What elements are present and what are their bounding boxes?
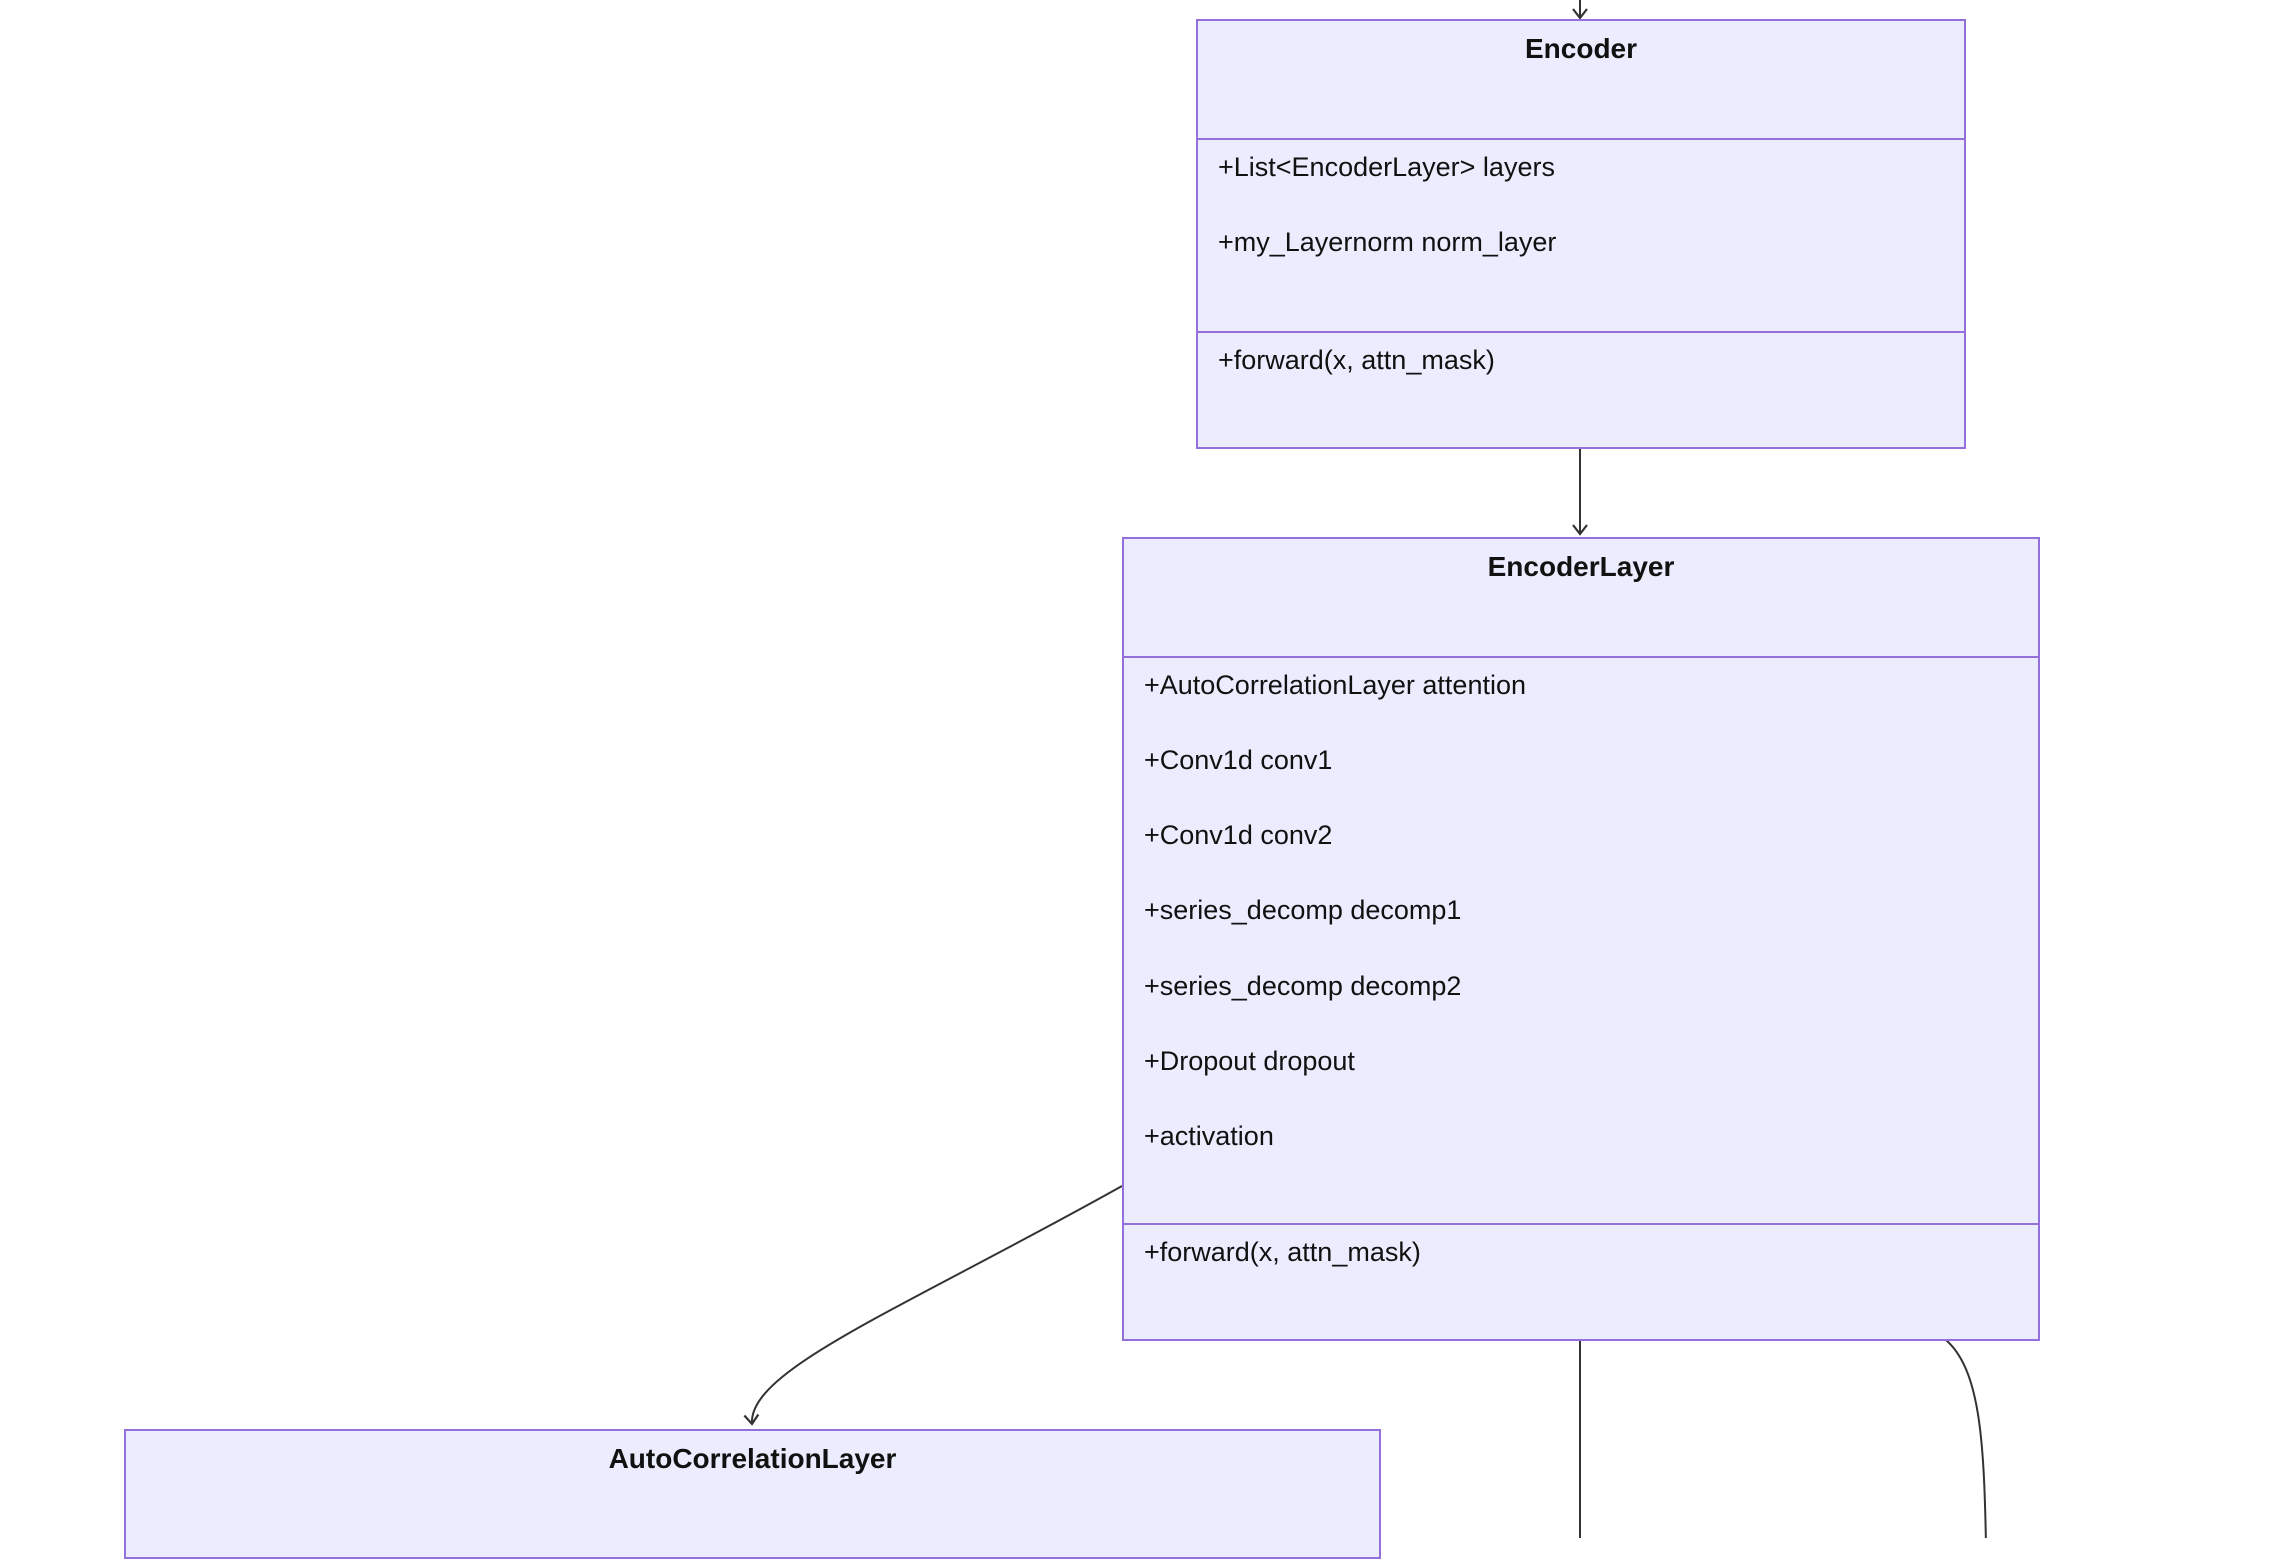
class-encoder-title: Encoder	[1524, 33, 1638, 64]
class-autocorrelationlayer[interactable]: AutoCorrelationLayer	[124, 1429, 1381, 1559]
class-encoderlayer[interactable]: EncoderLayer +AutoCorrelationLayer atten…	[1122, 537, 2040, 1341]
class-autocorrelationlayer-title: AutoCorrelationLayer	[608, 1443, 897, 1474]
class-encoderlayer-attribute: +Conv1d conv1	[1144, 745, 1333, 775]
class-encoderlayer-attribute: +activation	[1144, 1121, 1274, 1151]
class-encoderlayer-attribute: +AutoCorrelationLayer attention	[1144, 670, 1526, 700]
class-encoderlayer-method: +forward(x, attn_mask)	[1144, 1237, 1421, 1267]
class-encoder-method: +forward(x, attn_mask)	[1218, 345, 1495, 375]
class-encoder-attribute: +List<EncoderLayer> layers	[1218, 152, 1555, 182]
class-encoder-attributes: +List<EncoderLayer> layers +my_Layernorm…	[1198, 138, 1964, 331]
class-encoderlayer-attribute: +series_decomp decomp2	[1144, 971, 1462, 1001]
edge-encoderlayer-to-autocorrelationlayer	[743, 1185, 1123, 1426]
class-encoderlayer-methods: +forward(x, attn_mask)	[1124, 1223, 2038, 1339]
class-encoder-methods: +forward(x, attn_mask)	[1198, 331, 1964, 447]
class-encoder[interactable]: Encoder +List<EncoderLayer> layers +my_L…	[1196, 19, 1966, 449]
class-encoderlayer-attribute: +series_decomp decomp1	[1144, 895, 1462, 925]
class-encoderlayer-title: EncoderLayer	[1487, 551, 1675, 582]
class-encoderlayer-attributes: +AutoCorrelationLayer attention +Conv1d …	[1124, 656, 2038, 1223]
class-encoderlayer-attribute: +Conv1d conv2	[1144, 820, 1333, 850]
class-encoderlayer-attribute: +Dropout dropout	[1144, 1046, 1355, 1076]
class-encoder-attribute: +my_Layernorm norm_layer	[1218, 227, 1557, 257]
edge-encoderlayer-down-right	[1945, 1339, 1987, 1538]
